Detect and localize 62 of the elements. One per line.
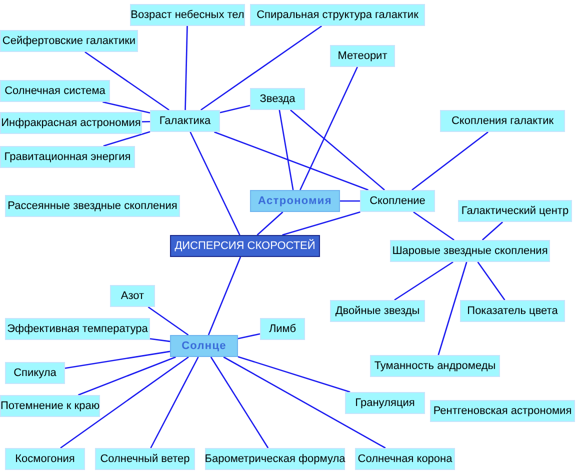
connector-line (102, 101, 150, 114)
topic-box: Солнечная система (0, 80, 110, 102)
topic-box: Космогония (5, 448, 85, 470)
topic-box: Барометрическая формула (205, 448, 345, 470)
topic-box: Спиральная структура галактик (250, 4, 425, 26)
connector-line (64, 350, 170, 369)
connector-line (208, 256, 242, 336)
topic-box: Галактика (150, 110, 220, 132)
connector-line (413, 211, 454, 241)
topic-box: Потемнение к краю (0, 395, 100, 417)
connector-line (60, 356, 189, 449)
connector-line (78, 356, 176, 396)
topic-box: Грануляция (345, 392, 425, 414)
topic-box: Туманность андромеды (370, 355, 500, 377)
topic-box: Лимб (260, 318, 305, 340)
connector-line (477, 262, 506, 300)
topic-box: Гравитационная энергия (0, 146, 135, 168)
connector-line (184, 26, 188, 110)
connector-line (300, 66, 358, 190)
topic-box: Метеорит (330, 45, 395, 67)
connector-line (282, 211, 360, 236)
connector-line (438, 262, 468, 356)
topic-box: ДИСПЕРСИЯ СКОРОСТЕЙ (170, 235, 320, 257)
connector-line (340, 200, 360, 202)
topic-box: Солнечная корона (355, 448, 455, 470)
connector-line (394, 261, 454, 301)
connector-line (482, 222, 504, 240)
connector-line (238, 333, 260, 340)
connector-line (223, 356, 386, 449)
topic-box: Шаровые звездные скопления (390, 240, 550, 262)
connector-line (278, 110, 294, 190)
connector-line (84, 51, 170, 111)
connector-line (142, 120, 150, 122)
topic-box: Звезда (250, 88, 305, 110)
connector-line (412, 131, 488, 191)
connector-line (256, 212, 284, 236)
topic-box: Солнце (170, 335, 238, 357)
topic-box: Рассеянные звездные скопления (5, 195, 180, 217)
topic-box: Двойные звезды (330, 300, 425, 322)
connector-line (214, 131, 368, 191)
connector-line (190, 132, 240, 236)
topic-box: Солнечный ветер (95, 448, 195, 470)
topic-box: Инфракрасная астрономия (0, 112, 142, 134)
connector-line (200, 25, 322, 111)
topic-box: Эффективная температура (5, 318, 150, 340)
connector-line (210, 356, 269, 448)
connector-line (148, 306, 189, 336)
topic-box: Скопление (360, 190, 435, 212)
connector-line (290, 110, 385, 190)
topic-box: Показатель цвета (460, 300, 565, 322)
topic-box: Рентгеновская астрономия (430, 400, 575, 422)
topic-box: Азот (110, 285, 155, 307)
connector-line (220, 104, 250, 114)
topic-box: Галактический центр (458, 200, 572, 222)
topic-box: Сейфертовские галактики (0, 30, 138, 52)
topic-box: Скопления галактик (440, 110, 565, 132)
topic-box: Спикула (5, 362, 65, 384)
connector-line (238, 356, 350, 393)
connector-line (150, 356, 199, 448)
connector-line (150, 338, 170, 342)
topic-box: Возраст небесных тел (130, 4, 245, 26)
topic-box: Астрономия (250, 190, 340, 212)
